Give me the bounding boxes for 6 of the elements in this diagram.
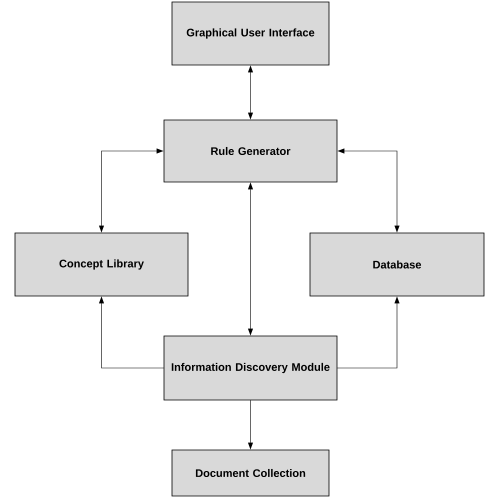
process-box: Concept Library (14, 232, 188, 296)
process-box: Information Discovery Module (164, 336, 338, 400)
process-box: Database (310, 232, 484, 296)
process-box: Graphical User Interface (172, 2, 330, 66)
process-box: Rule Generator (164, 120, 338, 182)
process-box: Document Collection (172, 450, 330, 496)
